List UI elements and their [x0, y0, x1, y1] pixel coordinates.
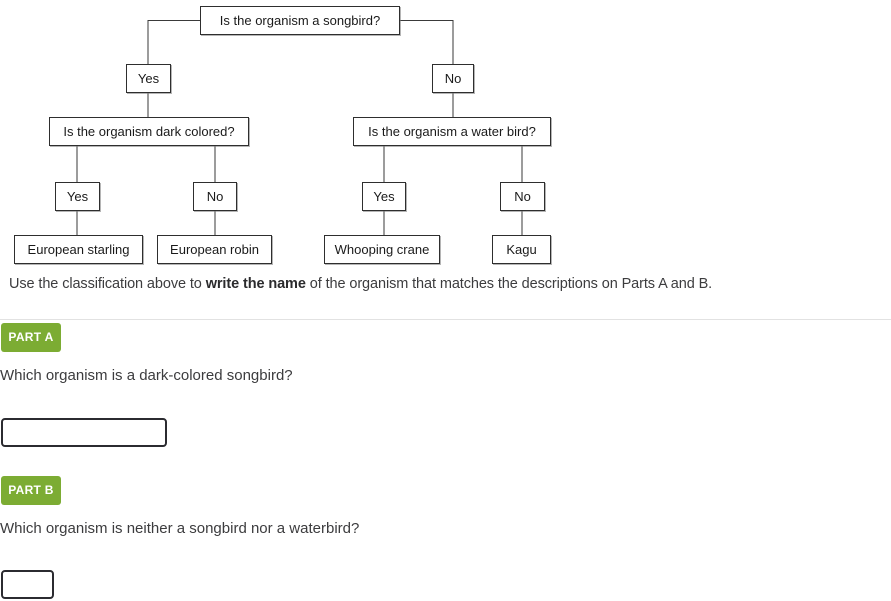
part-a-badge: PART A — [1, 323, 61, 352]
tree-leaf-european-starling: European starling — [14, 235, 143, 264]
classification-tree-diagram: Is the organism a songbird? Yes No Is th… — [0, 0, 891, 268]
tree-node-yes-waterbird: Yes — [362, 182, 406, 211]
instruction-text: Use the classification above to write th… — [9, 274, 889, 294]
tree-node-root-question: Is the organism a songbird? — [200, 6, 400, 35]
instruction-after: of the organism that matches the descrip… — [305, 276, 713, 292]
tree-node-no-songbird: No — [432, 64, 474, 93]
instruction-before: Use the classification above to — [9, 276, 206, 292]
tree-node-question-waterbird: Is the organism a water bird? — [353, 117, 551, 146]
tree-node-question-dark: Is the organism dark colored? — [49, 117, 249, 146]
part-b-badge: PART B — [1, 476, 61, 505]
instruction-emphasis: write the name — [205, 276, 306, 292]
section-divider — [0, 319, 891, 320]
part-a-answer-input[interactable] — [1, 418, 167, 447]
tree-leaf-whooping-crane: Whooping crane — [324, 235, 440, 264]
tree-node-no-waterbird: No — [500, 182, 545, 211]
part-b-answer-input[interactable] — [1, 570, 54, 599]
tree-node-no-dark: No — [193, 182, 237, 211]
tree-node-yes-songbird: Yes — [126, 64, 171, 93]
tree-leaf-european-robin: European robin — [157, 235, 272, 264]
part-b-question-text: Which organism is neither a songbird nor… — [0, 520, 360, 537]
tree-connector-lines — [76, 19, 523, 235]
tree-node-yes-dark: Yes — [55, 182, 100, 211]
part-a-question-text: Which organism is a dark-colored songbir… — [0, 367, 293, 384]
tree-leaf-kagu: Kagu — [492, 235, 551, 264]
